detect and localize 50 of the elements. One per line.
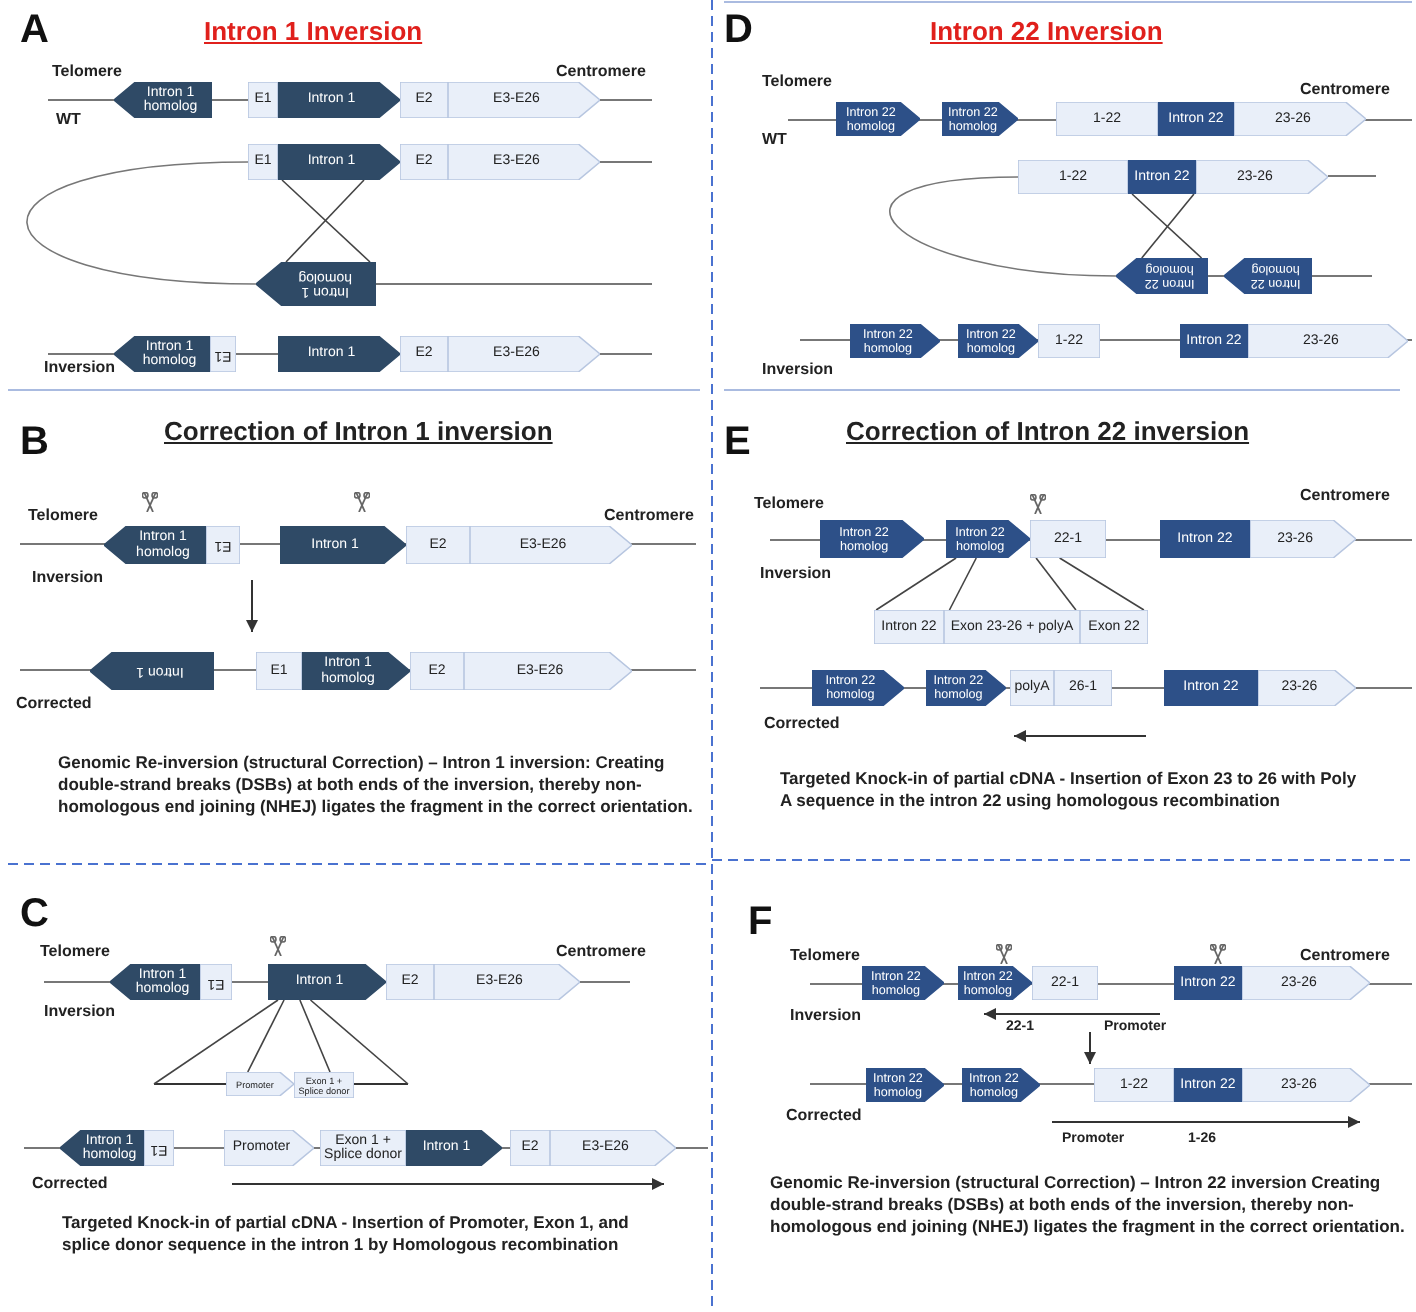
strand-label: Centromere [1300, 946, 1390, 964]
panel-letter: B [20, 420, 49, 466]
insertion-line [1058, 557, 1145, 611]
strand-label: Corrected [764, 714, 840, 732]
strand-label: Centromere [1300, 80, 1390, 98]
panel-letter: E [724, 420, 751, 466]
strand-label: Corrected [16, 694, 92, 712]
crossover-line [1131, 193, 1203, 259]
strand-label: Telomere [762, 72, 832, 90]
caption-text: Targeted Knock-in of partial cDNA - Insertion of Promoter, Exon 1, and splice donor sequence in the intron 1 by Homologous recombination [62, 1212, 631, 1256]
panel-title: Intron 1 Inversion [204, 16, 423, 46]
caption-text: Genomic Re-inversion (structural Correction) – Intron 22 inversion Creating double-strand breaks (DSBs) at both ends of the inversion, thereby non-homologous end joining (NHEJ) ligates the fragment in the correct orientation. [770, 1172, 1406, 1238]
strand-label: Centromere [1300, 486, 1390, 504]
strand-label: Centromere [604, 506, 694, 524]
panel-title: Correction of Intron 22 inversion [846, 416, 1250, 446]
insertion-line [309, 999, 409, 1085]
strand-label: WT [762, 130, 787, 148]
strand-label: Telomere [790, 946, 860, 964]
strand-label: WT [56, 110, 81, 128]
caption-text: Genomic Re-inversion (structural Correction) – Intron 1 inversion: Creating double-strand breaks (DSBs) at both ends of the inversion, thereby non-homologous end joining (NHEJ) ligates the fragment in the correct orientation. [58, 752, 694, 818]
strand-label: Centromere [556, 942, 646, 960]
strand-label: Inversion [32, 568, 104, 586]
strand-label: Corrected [32, 1174, 108, 1192]
panel-title: Intron 22 Inversion [930, 16, 1163, 46]
panel-letter: D [724, 8, 753, 54]
strand-label: Inversion [762, 360, 834, 378]
caption-text: Targeted Knock-in of partial cDNA - Insertion of Exon 23 to 26 with Poly A sequence in the intron 22 using homologous recombination [780, 768, 1359, 812]
strand-label: Inversion [790, 1006, 862, 1024]
strand-label: Telomere [28, 506, 98, 524]
dna-loop [889, 176, 1117, 277]
strand-label: Centromere [556, 62, 646, 80]
strand-label: Telomere [754, 494, 824, 512]
panel-letter: F [748, 900, 773, 946]
crossover-line [299, 999, 331, 1073]
strand-label: Inversion [44, 358, 116, 376]
strand-label: Inversion [44, 1002, 116, 1020]
dna-loop [26, 161, 257, 285]
crossover-line [1140, 193, 1195, 259]
insertion-line [875, 557, 957, 611]
insertion-line [948, 557, 978, 611]
crossover-line [246, 999, 285, 1073]
strand-label: Corrected [786, 1106, 862, 1124]
panel-letter: C [20, 892, 49, 938]
strand-label: Inversion [760, 564, 832, 582]
strand-label: Telomere [40, 942, 110, 960]
strand-label: Telomere [52, 62, 122, 80]
panel-letter: A [20, 8, 49, 54]
insertion-line [1035, 557, 1077, 611]
panel-title: Correction of Intron 1 inversion [164, 416, 553, 446]
insertion-line [153, 999, 279, 1085]
